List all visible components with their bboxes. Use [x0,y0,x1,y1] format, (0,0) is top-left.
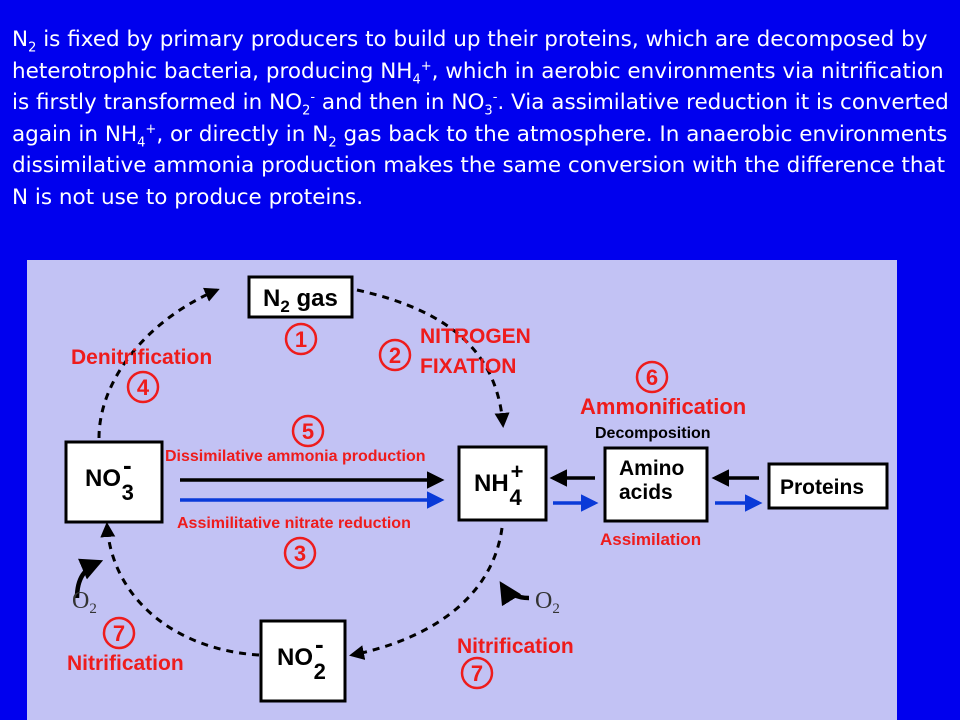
decomposition-label: Decomposition [595,425,711,442]
nh4-label: NH+4 [474,459,524,510]
svg-text:4: 4 [137,375,150,400]
denitrification-label: Denitrification [71,346,212,369]
n2-gas-label: N2 gas [263,285,338,316]
dissimilative-label: Dissimilative ammonia production [165,448,426,465]
arrow-nitrification-left [100,522,260,657]
assimilation-label: Assimilation [600,530,701,549]
number-3-badge: 3 [283,536,317,570]
proteins-box [767,462,889,510]
arrow-denitrification [97,287,220,439]
o2-arrow-left [74,558,104,599]
number-7-right-badge: 7 [460,656,494,690]
n2-gas-box [247,275,354,319]
arrow-nitrification-right [349,527,504,660]
o2-label-right: O2 [535,588,560,617]
svg-text:7: 7 [113,621,125,646]
diagram-panel: N2 gas NH+4 NO-3 NO-2 Amino acids Protei… [27,260,897,720]
svg-text:7: 7 [471,661,483,686]
svg-text:2: 2 [389,343,401,368]
no2-label: NO-2 [277,629,326,684]
no3-label: NO-3 [85,450,134,505]
amino-label: Amino [619,457,684,480]
svg-text:3: 3 [294,541,306,566]
arrow-fixation [356,288,510,428]
no3-box [64,440,164,524]
assimilative-label: Assimilitative nitrate reduction [177,515,411,532]
o2-label-left: O2 [72,588,97,617]
nh4-box [457,445,548,522]
o2-arrow-right [499,581,530,607]
nitrogen-label: NITROGEN [420,325,531,348]
number-2-badge: 2 [378,338,412,372]
number-5-badge: 5 [291,414,325,448]
number-1-badge: 1 [284,322,318,356]
number-7-left-badge: 7 [102,616,136,650]
svg-text:5: 5 [302,419,314,444]
proteins-label: Proteins [780,476,864,499]
svg-text:6: 6 [646,365,658,390]
nitrogen-cycle-diagram: N2 gas NH+4 NO-3 NO-2 Amino acids Protei… [64,275,889,703]
number-4-badge: 4 [126,370,160,404]
caption-text: N2 is fixed by primary producers to buil… [12,27,949,210]
no2-box [259,619,347,703]
ammonification-label: Ammonification [580,394,746,419]
nitrification-right-label: Nitrification [457,635,574,658]
nitrification-left-label: Nitrification [67,652,184,675]
fixation-label: FIXATION [420,355,516,378]
svg-text:1: 1 [295,327,307,352]
number-6-badge: 6 [635,360,669,394]
acids-label: acids [619,481,673,504]
amino-acids-box [603,446,709,523]
